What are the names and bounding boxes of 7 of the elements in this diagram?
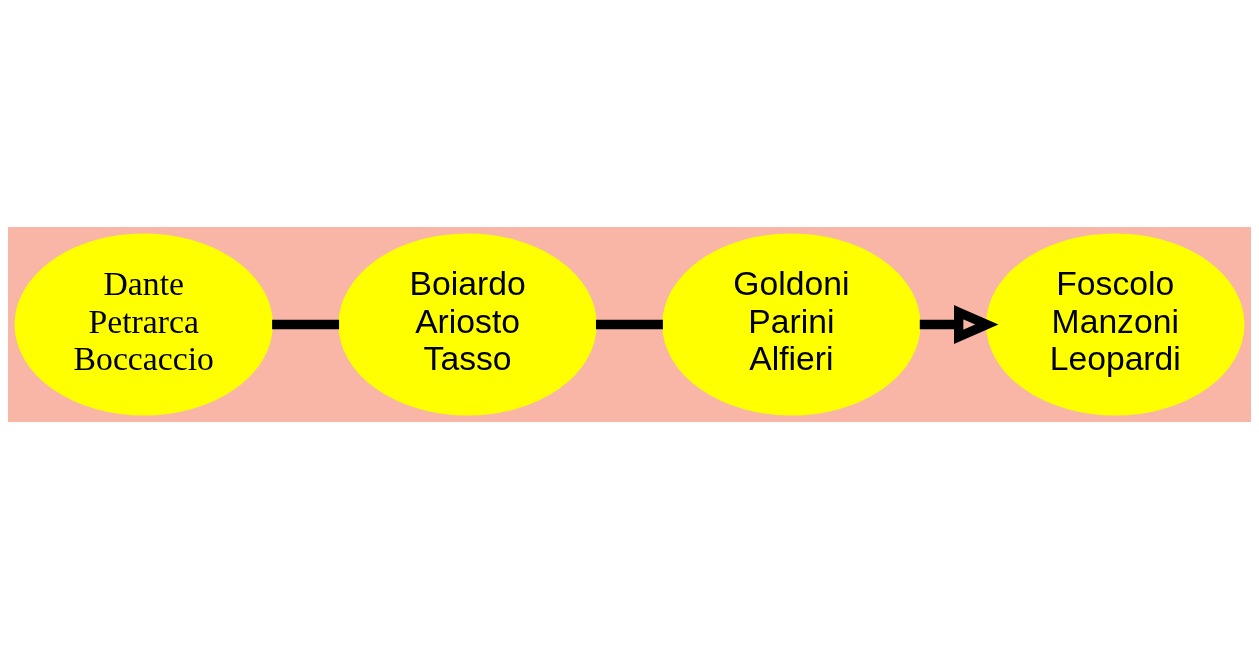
node-ellipse: Goldoni Parini Alfieri xyxy=(662,233,921,416)
connector xyxy=(595,319,663,330)
node-ellipse: Boiardo Ariosto Tasso xyxy=(338,233,597,416)
node-ellipse: Foscolo Manzoni Leopardi xyxy=(986,233,1245,416)
connector xyxy=(272,319,340,330)
arrow xyxy=(919,305,999,344)
node-ellipse: Dante Petrarca Boccaccio xyxy=(14,233,273,416)
